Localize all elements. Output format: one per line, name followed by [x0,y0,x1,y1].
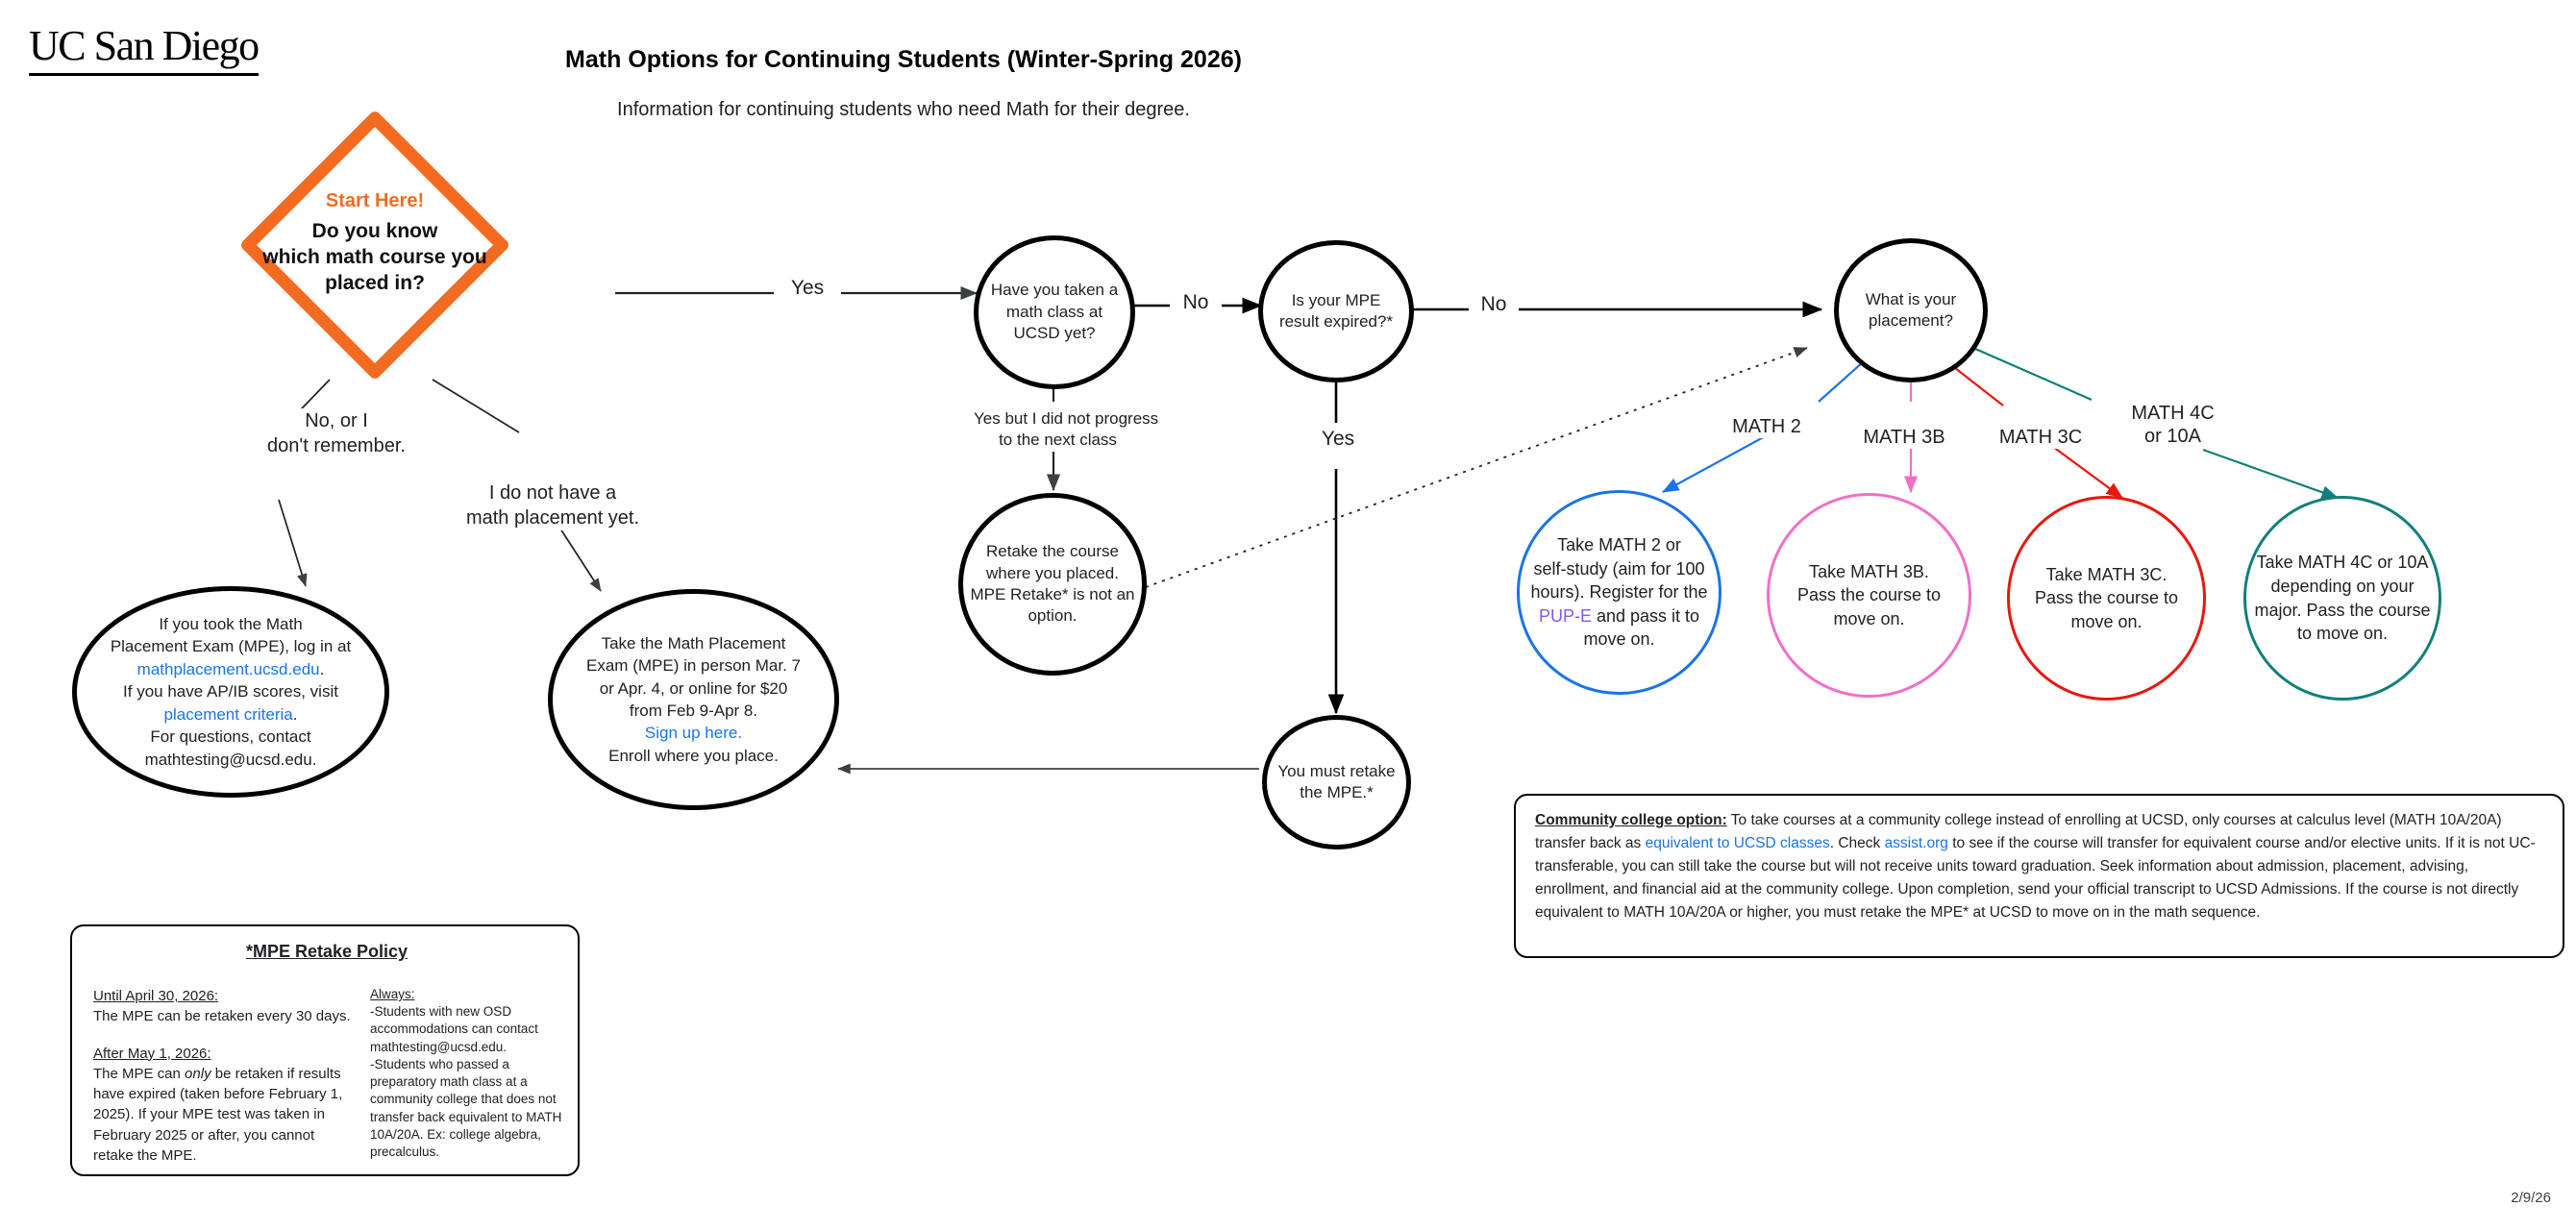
policy-always-heading: Always: [370,987,415,1001]
start-here-badge: Start Here! [325,190,425,211]
node-mpe-login-text: If you took the Math Placement Exam (MPE… [110,614,352,769]
node-taken-math-at-ucsd: Have you taken a math class at UCSD yet? [974,235,1135,389]
node-retake-course: Retake the course where you placed. MPE … [958,493,1147,676]
node-take-math3c: Take MATH 3C. Pass the course to move on… [2007,496,2206,701]
link-assist-org[interactable]: assist.org [1884,835,1948,852]
node-take-math4c: Take MATH 4C or 10A depending on your ma… [2243,496,2441,701]
policy-gap [93,1027,353,1044]
take-math2-line4: and pass it to [1591,605,1700,626]
policy-always-item-1: -Students with new OSD accommodations ca… [370,1004,538,1054]
node-retake-course-text: Retake the course where you placed. MPE … [970,542,1135,626]
policy-title: *MPE Retake Policy [245,942,409,961]
community-college-label: Community college option: [1535,812,1727,828]
policy-after-body-2: be retaken if results have expired (take… [93,1065,343,1165]
start-decision-node: Start Here! Do you know which math cours… [231,109,519,382]
link-sign-up-here[interactable]: Sign up here. [644,724,743,743]
node-taken-math-at-ucsd-text: Have you taken a math class at UCSD yet? [990,281,1119,343]
edge-label-math2: MATH 2 [1709,415,1824,439]
edge-label-yes: Yes [774,277,841,300]
node-take-mpe-text: Take the Math Placement Exam (MPE) in pe… [553,632,834,768]
mpe-retake-policy-box: *MPE Retake Policy Until April 30, 2026:… [70,924,580,1176]
edge-label-expired-yes: Yes [1310,428,1366,451]
edge-label-math3c: MATH 3C [1978,426,2103,450]
community-college-box: Community college option: To take course… [1514,794,2564,958]
page-subtitle: Information for continuing students who … [617,99,1190,120]
node-take-math3c-text: Take MATH 3C. Pass the course to move on… [2034,564,2179,631]
edge-label-no-placement: I do not have a math placement yet. [433,480,673,530]
link-equivalent-to-ucsd-classes[interactable]: equivalent to UCSD classes [1645,835,1830,852]
ucsd-logo: UC San Diego [29,24,260,76]
edge-label-ucsd-no: No [1170,291,1222,314]
node-take-math3b: Take MATH 3B. Pass the course to move on… [1767,493,1971,698]
edge-label-yes-no-progress: Yes but I did not progress to the next c… [974,408,1158,452]
start-question: Do you know which math course you placed… [262,220,487,294]
node-what-is-your-placement: What is your placement? [1834,238,1988,382]
node-mpe-expired-text: Is your MPE result expired?* [1278,290,1394,331]
node-take-math4c-text: Take MATH 4C or 10A depending on your ma… [2254,553,2431,644]
cc-body-1: To take courses at a community college i… [1535,812,2502,852]
node-must-retake-mpe-text: You must retake the MPE.* [1277,761,1396,801]
link-pup-e[interactable]: PUP-E [1538,605,1592,626]
cc-body-2: . Check [1829,835,1885,852]
link-mathplacement[interactable]: mathplacement.ucsd.edu [136,659,320,678]
edge-label-math4c: MATH 4C or 10A [2113,402,2233,449]
diamond-text: Start Here! Do you know which math cours… [221,190,529,297]
policy-always-item-2: -Students who passed a preparatory math … [370,1056,562,1159]
cc-body-3: to see if the course will transfer for e… [1535,835,2536,922]
edge-label-math3b: MATH 3B [1842,426,1967,450]
node-mpe-login: If you took the Math Placement Exam (MPE… [72,586,389,798]
date-stamp: 2/9/26 [2511,1190,2551,1206]
edge-label-no-or-dont-remember: No, or I don't remember. [221,408,452,458]
node-take-math3b-text: Take MATH 3B. Pass the course to move on… [1796,561,1942,628]
node-mpe-expired: Is your MPE result expired?* [1258,240,1414,382]
policy-after-body: The MPE can only be retaken if results h… [93,1064,353,1166]
node-what-is-your-placement-text: What is your placement? [1865,289,1957,330]
node-take-math2-text: Take MATH 2 or self-study (aim for 100 h… [1530,534,1708,650]
link-placement-criteria[interactable]: placement criteria [163,704,293,724]
policy-after-body-em: only [185,1065,211,1082]
policy-right-column: Always: -Students with new OSD accommoda… [370,986,567,1161]
policy-until-heading: Until April 30, 2026: [93,988,219,1004]
policy-after-heading: After May 1, 2026: [93,1045,211,1062]
edge-label-expired-no: No [1469,293,1519,316]
node-take-math2: Take MATH 2 or self-study (aim for 100 h… [1517,490,1721,695]
page-title: Math Options for Continuing Students (Wi… [565,46,1242,73]
policy-left-column: Until April 30, 2026: The MPE can be ret… [93,986,353,1166]
policy-until-body: The MPE can be retaken every 30 days. [93,1008,351,1025]
community-college-text: Community college option: To take course… [1535,809,2543,924]
node-take-mpe: Take the Math Placement Exam (MPE) in pe… [548,589,839,810]
node-must-retake-mpe: You must retake the MPE.* [1262,715,1411,849]
policy-after-body-1: The MPE can [93,1065,186,1082]
